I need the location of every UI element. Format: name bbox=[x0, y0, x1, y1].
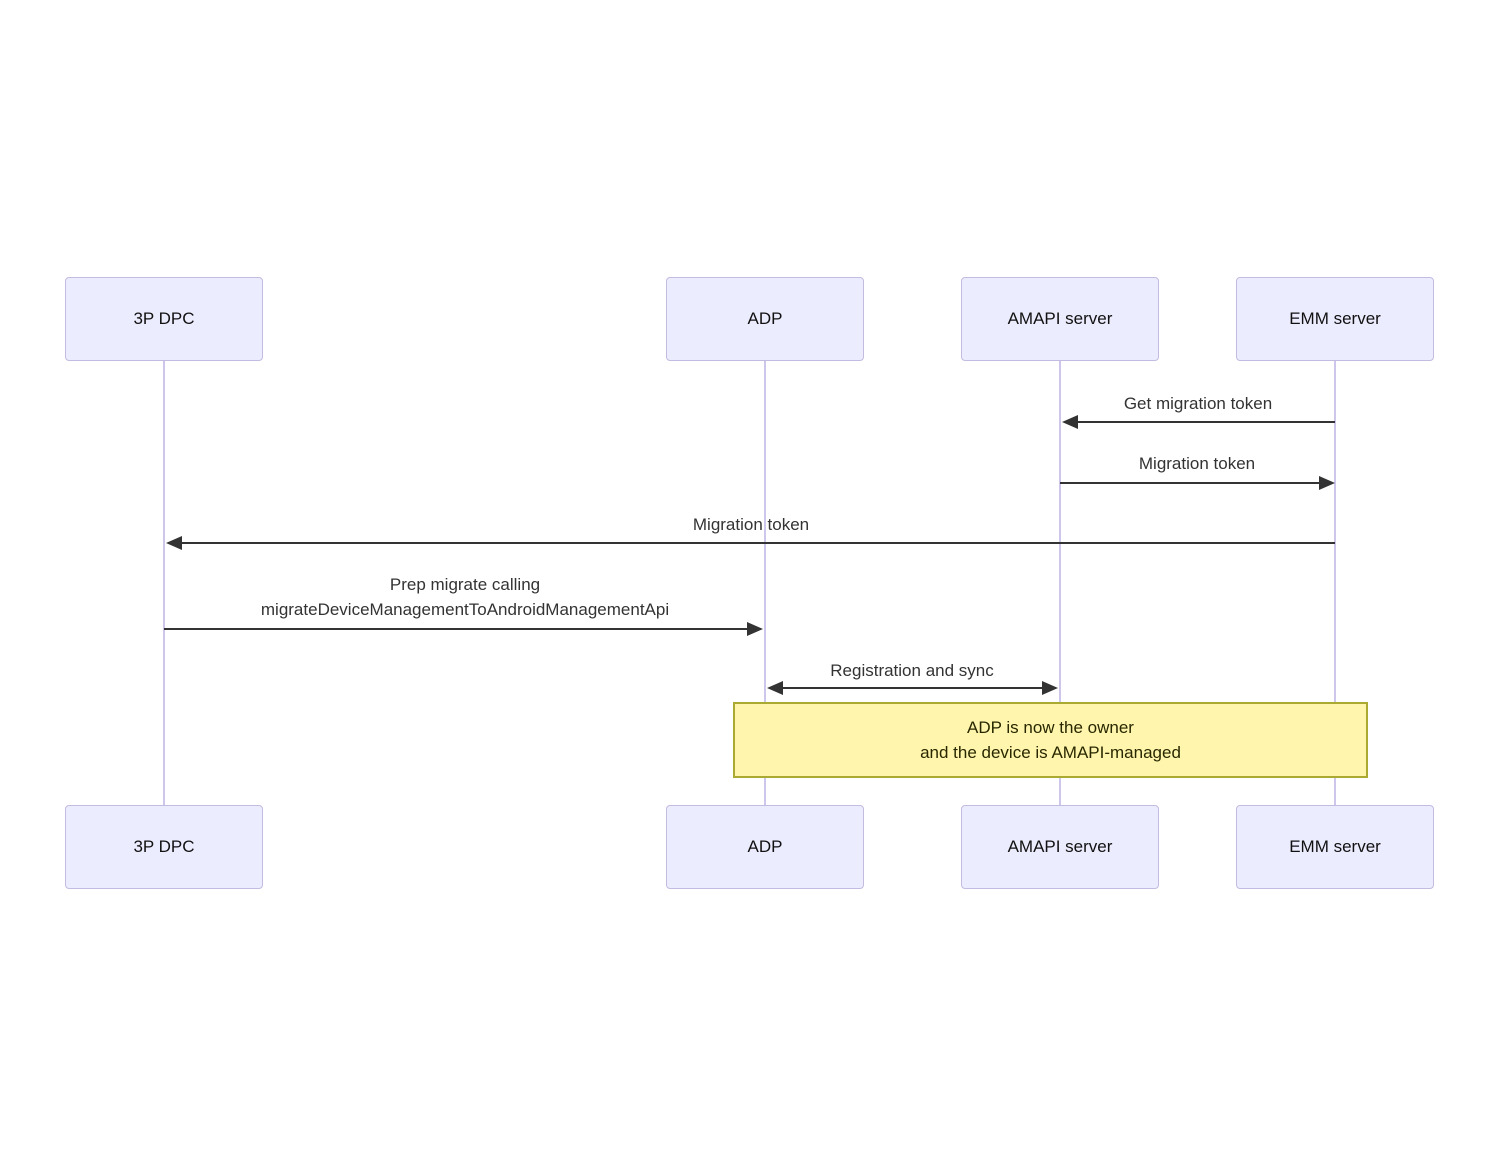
actor-emm-server-top: EMM server bbox=[1236, 277, 1434, 361]
actor-emm-server-bottom: EMM server bbox=[1236, 805, 1434, 889]
actor-amapi-server-top-label: AMAPI server bbox=[1007, 309, 1113, 328]
message-label-migration-token-right: Migration token bbox=[1138, 454, 1256, 473]
message-label-prep-migrate-line1: Prep migrate calling bbox=[389, 575, 541, 594]
actor-adp-top-label: ADP bbox=[747, 309, 783, 328]
actor-adp-bottom: ADP bbox=[666, 805, 864, 889]
message-label-prep-migrate-line2: migrateDeviceManagementToAndroidManageme… bbox=[260, 600, 670, 619]
arrow-registration-and-sync bbox=[767, 681, 1058, 695]
note-line2: and the device is AMAPI-managed bbox=[920, 743, 1181, 762]
actor-3p-dpc-bottom: 3P DPC bbox=[65, 805, 263, 889]
actor-emm-server-bottom-label: EMM server bbox=[1289, 837, 1381, 856]
actor-3p-dpc-bottom-label: 3P DPC bbox=[133, 837, 195, 856]
message-label-migration-token-left: Migration token bbox=[692, 515, 810, 534]
actor-adp-bottom-label: ADP bbox=[747, 837, 783, 856]
arrow-prep-migrate bbox=[164, 622, 763, 636]
message-label-registration-and-sync: Registration and sync bbox=[830, 661, 994, 680]
lifeline-3p-dpc bbox=[163, 360, 165, 806]
actor-adp-top: ADP bbox=[666, 277, 864, 361]
lifeline-adp bbox=[764, 360, 766, 806]
message-label-prep-migrate: Prep migrate calling migrateDeviceManage… bbox=[261, 572, 669, 622]
note-line1: ADP is now the owner bbox=[967, 718, 1134, 737]
actor-amapi-server-bottom: AMAPI server bbox=[961, 805, 1159, 889]
arrow-migration-token-to-3p-dpc bbox=[166, 536, 1335, 550]
arrow-get-migration-token bbox=[1062, 415, 1335, 429]
lifeline-amapi-server bbox=[1059, 360, 1061, 806]
actor-3p-dpc-top: 3P DPC bbox=[65, 277, 263, 361]
arrow-migration-token-to-emm bbox=[1060, 476, 1335, 490]
actor-emm-server-top-label: EMM server bbox=[1289, 309, 1381, 328]
message-label-get-migration-token: Get migration token bbox=[1123, 394, 1273, 413]
note-adp-owner: ADP is now the owner and the device is A… bbox=[733, 702, 1368, 778]
actor-amapi-server-top: AMAPI server bbox=[961, 277, 1159, 361]
actor-amapi-server-bottom-label: AMAPI server bbox=[1007, 837, 1113, 856]
lifeline-emm-server bbox=[1334, 360, 1336, 806]
actor-3p-dpc-top-label: 3P DPC bbox=[133, 309, 195, 328]
